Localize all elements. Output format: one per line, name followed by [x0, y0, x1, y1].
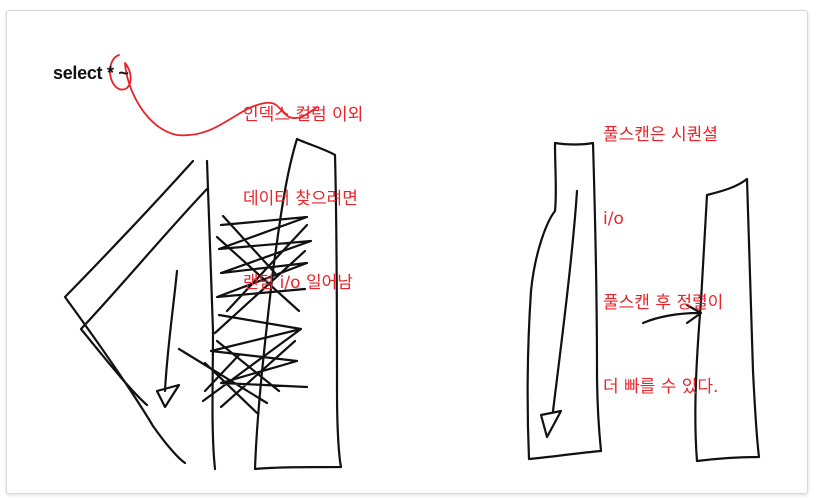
hand-drawn-sketch [63, 54, 761, 471]
random-io-note-line: 데이터 찾으려면 [243, 189, 358, 209]
index-tree-diagonal [79, 187, 209, 407]
random-io-arrowhead [155, 383, 181, 409]
diagram-canvas: select * ~ 인덱스 컬럼 이외 데이터 찾으려면 랜덤 i/o 일어남… [6, 10, 808, 494]
sort-arrowhead [685, 303, 703, 325]
index-sketch [63, 137, 343, 471]
full-scan-note-line: 풀스캔은 시퀀셜 [603, 125, 718, 145]
full-scan-note-line: 더 빠를 수 있다. [603, 377, 719, 397]
annotation-pointer [109, 54, 318, 137]
full-scan-sketch [526, 141, 761, 463]
full-scan-note-line: i/o [603, 209, 624, 229]
sql-query: select * ~ [53, 63, 129, 83]
table-block-right [694, 177, 761, 463]
sort-arrow [641, 311, 701, 325]
random-io-lines [177, 214, 313, 415]
table-block-left [526, 141, 603, 461]
full-scan-note-line: 풀스캔 후 정렬이 [603, 293, 724, 313]
random-io-note-line: 랜덤 i/o 일어남 [243, 273, 353, 293]
sequential-io-arrow [551, 189, 579, 413]
random-io-note-line: 인덱스 컬럼 이외 [243, 105, 364, 125]
index-tree-inner [205, 159, 217, 471]
full-scan-note: 풀스캔은 시퀀셜 i/o 풀스캔 후 정렬이 더 빠를 수 있다. [603, 65, 723, 457]
index-tree-outline [63, 159, 195, 465]
sequential-io-arrowhead [539, 409, 563, 439]
random-io-arrow [163, 269, 179, 393]
random-io-note: 인덱스 컬럼 이외 데이터 찾으려면 랜덤 i/o 일어남 [243, 45, 363, 353]
